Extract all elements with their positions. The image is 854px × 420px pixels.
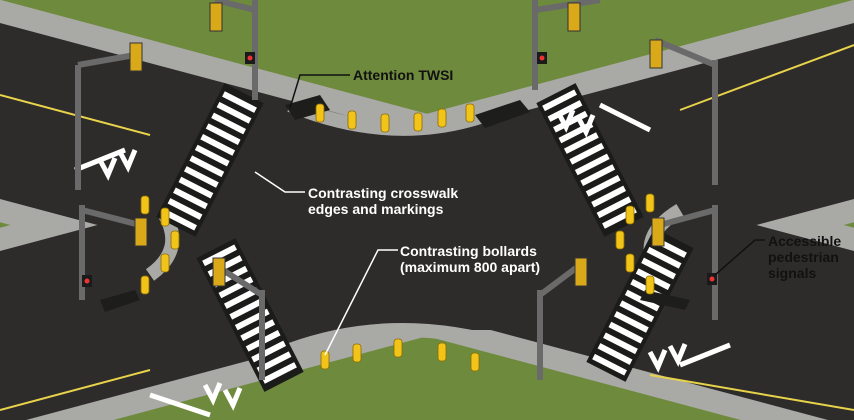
crosswalk-stripe <box>211 112 247 135</box>
signal-poles <box>75 0 718 380</box>
bollard <box>140 275 150 295</box>
crosswalk-stripe <box>574 153 610 176</box>
crosswalk-stripe <box>262 362 297 384</box>
crosswalk-stripe <box>200 134 236 156</box>
crosswalk-stripe <box>216 101 252 124</box>
crosswalk-stripe <box>547 100 583 122</box>
traffic-signal-heads <box>129 2 665 287</box>
crosswalk-stripe <box>194 144 230 167</box>
leader-lines <box>254 74 765 356</box>
crosswalk-stripe <box>189 155 225 178</box>
bollard <box>645 275 655 295</box>
bollard <box>170 230 180 250</box>
crosswalk-stripe <box>256 351 292 374</box>
bollard <box>380 113 390 133</box>
crosswalk-stripe <box>167 198 203 220</box>
crosswalk-stripe <box>619 300 655 323</box>
label-bollards-line2: (maximum 800 apart) <box>400 259 541 275</box>
pedestrian-signals <box>82 52 717 287</box>
label-bollards-line1: Contrasting bollards <box>400 243 537 259</box>
bollard <box>393 338 403 358</box>
bollard <box>320 350 330 370</box>
crosswalk-stripe <box>613 311 649 333</box>
crosswalk-stripe <box>597 343 633 365</box>
bollard <box>625 253 635 273</box>
bollard <box>470 352 480 372</box>
crosswalk-stripe <box>563 132 599 154</box>
crosswalk-stripe <box>222 91 257 113</box>
crosswalk-stripe <box>205 123 241 146</box>
crosswalk-stripe <box>223 287 259 309</box>
label-signals-line2: pedestrian <box>768 249 839 265</box>
crosswalk-stripe <box>585 174 621 197</box>
crosswalk-stripe <box>542 89 577 112</box>
crosswalk-stripe <box>596 196 632 219</box>
bollard <box>465 103 475 123</box>
crosswalk-stripe <box>178 176 214 199</box>
crosswalk-stripe <box>641 257 677 280</box>
crosswalk-stripe <box>202 244 237 267</box>
label-signals-line3: signals <box>768 265 817 281</box>
crosswalk-stripe <box>646 246 682 269</box>
crosswalk-stripe <box>173 187 208 210</box>
label-signals: Accessible pedestrian signals <box>768 233 841 281</box>
bollard <box>315 103 325 123</box>
label-crosswalk-line1: Contrasting crosswalk <box>308 185 459 201</box>
crosswalk <box>156 83 264 237</box>
intersection-core <box>200 125 640 330</box>
crosswalk-stripe <box>591 185 627 208</box>
crosswalk-stripe <box>569 142 605 165</box>
bollard <box>160 253 170 273</box>
bollard <box>437 108 447 128</box>
road-markings <box>74 102 731 418</box>
bollard <box>625 205 635 225</box>
label-bollards: Contrasting bollards (maximum 800 apart) <box>400 243 540 275</box>
crosswalk-stripe <box>240 319 276 341</box>
crosswalk-stripe <box>608 321 644 344</box>
bollard <box>160 207 170 227</box>
label-crosswalk-line2: edges and markings <box>308 201 444 217</box>
bollard <box>140 195 150 215</box>
crosswalk-stripe <box>229 297 265 320</box>
bollard <box>615 230 625 250</box>
crosswalk-stripe <box>183 166 219 188</box>
label-attention-twsi: Attention TWSI <box>353 67 454 83</box>
bollards <box>140 103 655 372</box>
bollard <box>437 342 447 362</box>
bollard <box>347 110 357 130</box>
crosswalk <box>586 228 694 382</box>
bollard <box>645 193 655 213</box>
crosswalk-stripe <box>580 164 616 186</box>
crosswalk-stripe <box>624 289 660 312</box>
crosswalk-edge <box>156 83 264 237</box>
bollard <box>352 343 362 363</box>
twsi-strips <box>100 95 690 312</box>
label-crosswalk: Contrasting crosswalk edges and markings <box>308 185 458 217</box>
crosswalk-edge <box>586 228 694 382</box>
crosswalk-stripe <box>162 208 197 231</box>
crosswalk-stripe <box>592 353 627 376</box>
crosswalk-stripe <box>603 332 638 355</box>
label-signals-line1: Accessible <box>768 233 842 249</box>
bollard <box>413 112 423 132</box>
